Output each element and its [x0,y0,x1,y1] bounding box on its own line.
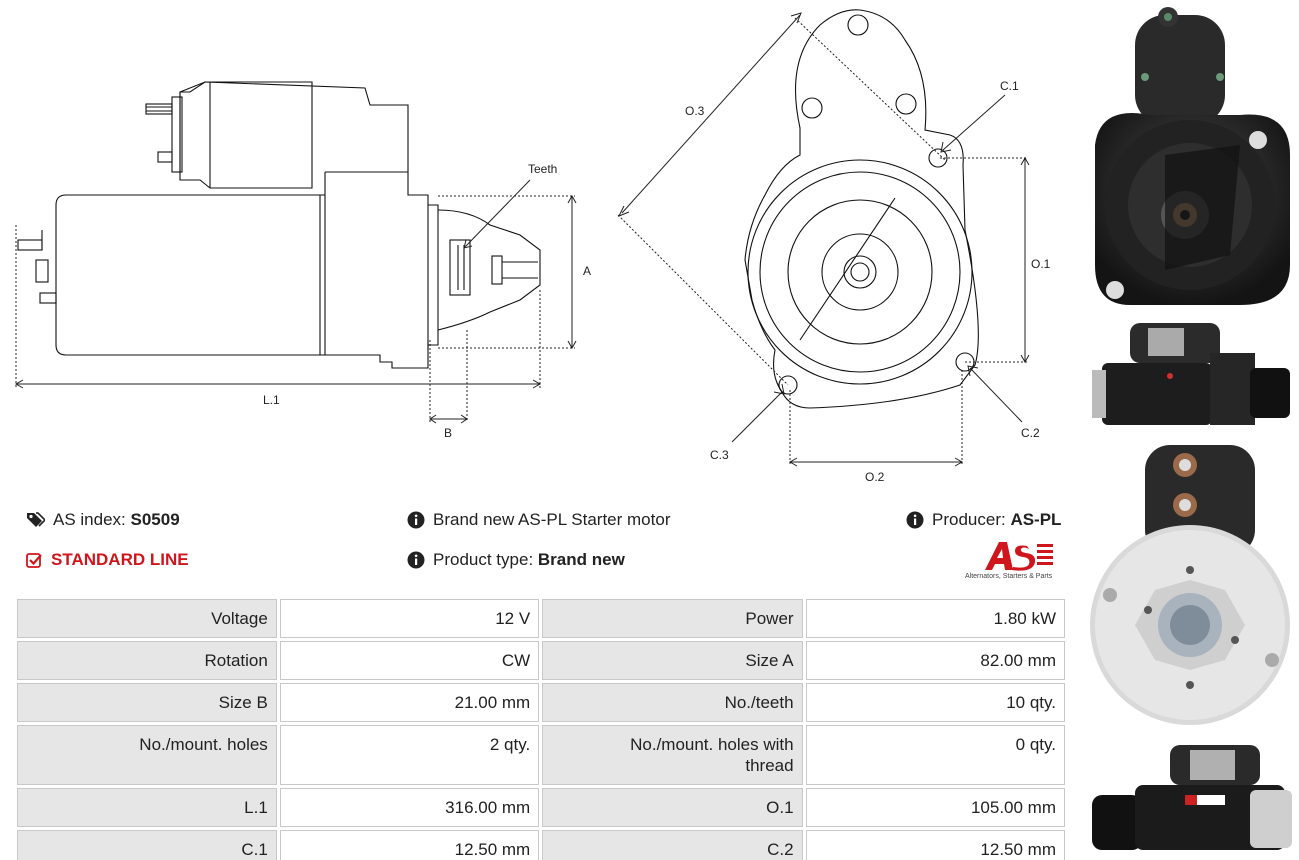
dim-label-c2: C.2 [1021,426,1040,440]
producer-row: Producer: AS-PL [906,510,1061,530]
standard-line-label: STANDARD LINE [51,550,189,569]
spec-key: O.1 [542,788,803,827]
spec-key: Size B [17,683,277,722]
spec-key: No./mount. holes with thread [542,725,803,785]
spec-value: 105.00 mm [805,788,1065,827]
as-index-label: AS index: [53,510,126,529]
spec-value: 316.00 mm [279,788,540,827]
spec-key: L.1 [17,788,277,827]
as-index-value: S0509 [130,510,180,529]
dim-label-c3: C.3 [710,448,729,462]
dim-label-a: A [583,264,591,278]
dim-label-o3: O.3 [685,104,705,118]
spec-value: 21.00 mm [279,683,540,722]
spec-value: 0 qty. [805,725,1065,785]
photo-side-view-2[interactable] [1090,740,1295,855]
spec-value: 2 qty. [279,725,540,785]
dim-label-o2: O.2 [865,470,885,484]
photo-front-view[interactable] [1090,5,1295,317]
product-type-row: Product type: Brand new [407,550,625,570]
spec-key: Voltage [17,599,277,638]
info-circle-icon [407,551,425,569]
spec-key: C.2 [542,830,803,860]
spec-key: No./mount. holes [17,725,277,785]
checkbox-icon [26,553,42,568]
starter-dimension-drawing: A L.1 B Teeth O.3 [14,9,1051,484]
dim-label-l1: L.1 [263,393,280,407]
description-text: Brand new AS-PL Starter motor [433,510,671,529]
spec-value: 12.50 mm [279,830,540,860]
info-circle-icon [906,511,924,529]
dim-label-c1: C.1 [1000,79,1019,93]
spec-key: No./teeth [542,683,803,722]
info-circle-icon [407,511,425,529]
spec-value: CW [279,641,540,680]
dim-label-teeth: Teeth [528,162,557,176]
photo-rear-view[interactable] [1090,440,1295,740]
photo-side-view[interactable] [1090,318,1295,430]
side-view: A L.1 B Teeth [14,81,591,440]
dim-label-b: B [444,426,452,440]
spec-key: Rotation [17,641,277,680]
technical-drawing: A L.1 B Teeth O.3 [0,0,1080,490]
front-view: O.3 O.1 O.2 C.1 C.2 C.3 [617,9,1051,484]
product-photos [1085,0,1299,860]
spec-key: Size A [542,641,803,680]
producer-value: AS-PL [1010,510,1062,529]
product-type-value: Brand new [537,550,625,569]
spec-key: C.1 [17,830,277,860]
description-row: Brand new AS-PL Starter motor [407,510,670,530]
product-type-label: Product type: [433,550,534,569]
logo-tagline: Alternators, Starters & Parts [965,573,1053,580]
as-pl-logo [965,540,1067,584]
standard-line-row: STANDARD LINE [25,550,189,570]
spec-value: 10 qty. [805,683,1065,722]
spec-value: 1.80 kW [805,599,1065,638]
as-index-row: AS index: S0509 [25,510,180,530]
spec-value: 12.50 mm [805,830,1065,860]
spec-key: Power [542,599,803,638]
dim-label-o1: O.1 [1031,257,1051,271]
tags-icon [27,512,45,527]
producer-label: Producer: [932,510,1006,529]
spec-value: 82.00 mm [805,641,1065,680]
spec-value: 12 V [279,599,540,638]
